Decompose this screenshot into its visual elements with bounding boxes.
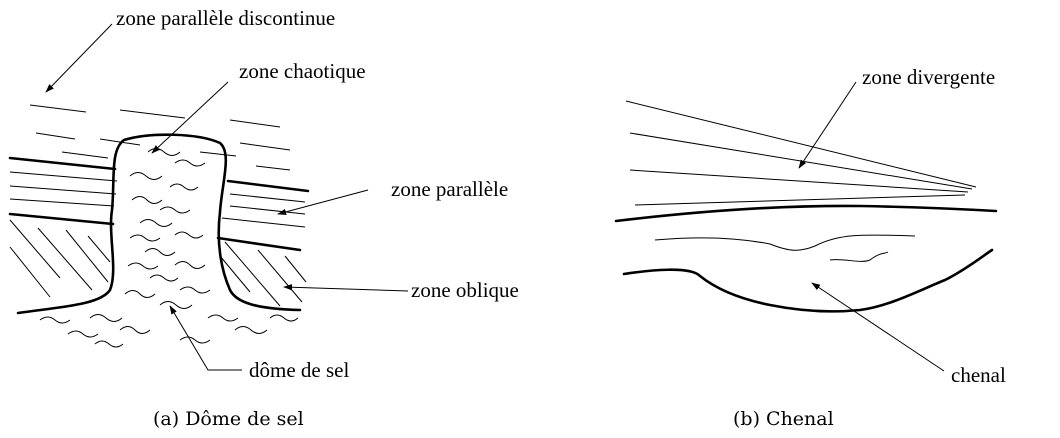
oblique-reflectors-left (9, 219, 111, 298)
salt-dome-outline (16, 133, 302, 315)
leader-parallel (277, 189, 369, 215)
top-horizon-left (8, 156, 117, 171)
leader-divergent (798, 81, 857, 169)
top-horizon-right (226, 179, 310, 193)
oblique-reflectors-right (219, 241, 307, 307)
label-parallel-discontinuous: zone parallèle discontinue (116, 6, 335, 30)
divergent-reflectors (625, 100, 977, 206)
lower-horizon-right (216, 236, 302, 252)
label-chaotic: zone chaotique (239, 59, 366, 83)
label-parallel: zone parallèle (391, 177, 508, 201)
leader-oblique (283, 284, 409, 292)
caption-salt-dome: (a) Dôme de sel (153, 408, 304, 430)
label-salt-dome: dôme de sel (249, 358, 349, 382)
lower-horizon-left (8, 212, 115, 226)
channel-fill-reflector (654, 234, 916, 251)
label-divergent: zone divergente (862, 65, 995, 89)
channel-fill-reflector-short (829, 251, 889, 262)
leader-parallel-discontinuous (45, 23, 113, 93)
discontinuous-parallel-reflectors (29, 104, 291, 171)
panel-channel: zone divergente chenal (b) Chenal (614, 65, 1006, 430)
panel-salt-dome: zone parallèle discontinue zone chaotiqu… (8, 6, 519, 430)
leader-chaotic (151, 81, 229, 154)
label-oblique: zone oblique (411, 278, 519, 302)
leader-salt-dome (169, 305, 242, 371)
chaotic-reflectors (39, 148, 299, 348)
parallel-reflectors (9, 171, 306, 228)
channel-base (622, 248, 994, 313)
caption-channel: (b) Chenal (733, 408, 834, 430)
leader-channel (811, 282, 945, 372)
channel-top-horizon (614, 204, 998, 223)
label-channel: chenal (951, 363, 1006, 387)
